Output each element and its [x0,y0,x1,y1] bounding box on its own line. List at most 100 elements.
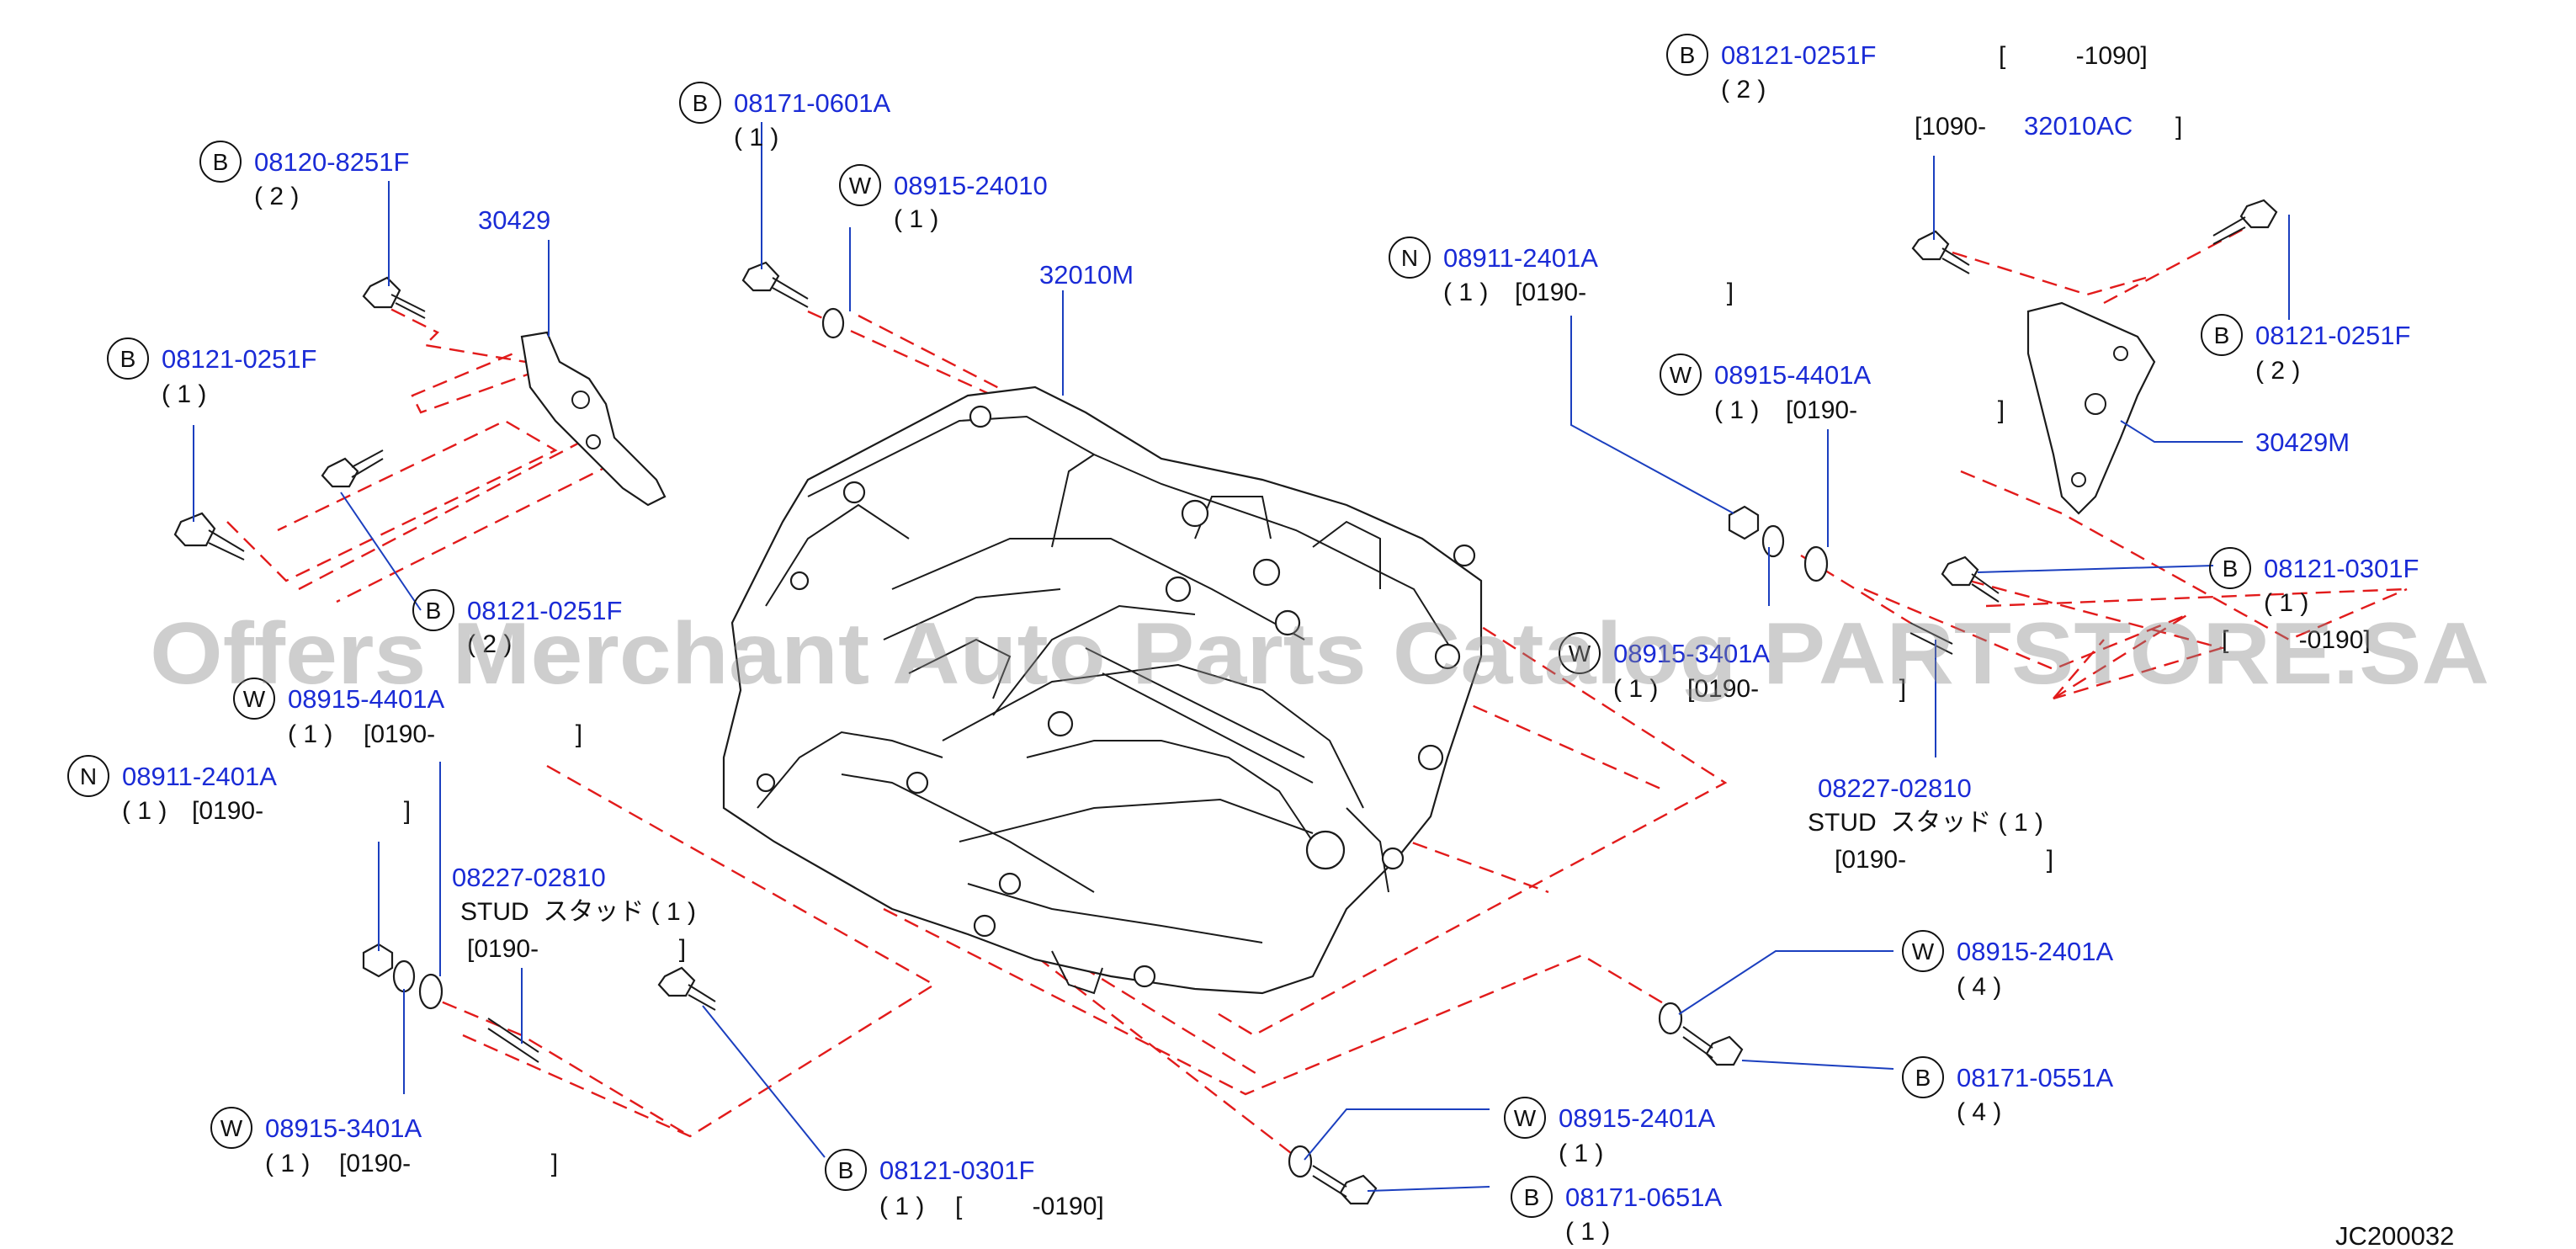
svg-text:B: B [2223,555,2239,582]
quantity: ( 1 ) [1565,1218,1610,1246]
date-range: [0190- ] [339,1150,558,1177]
quantity: ( 1 ) [2264,589,2308,617]
bolt-08121-0301F-left [657,966,716,1011]
part-number-link[interactable]: 08915-3401A [1613,639,1770,668]
date-range: [0190- ] [1786,396,2005,424]
svg-text:W: W [1514,1105,1537,1131]
part-number-link[interactable]: 08121-0251F [162,344,316,374]
date-range: [ -0190] [2222,626,2371,654]
part-number-link[interactable]: 08915-2401A [1957,937,2113,966]
svg-text:B: B [426,598,442,624]
washer-08915-2401A-bottom [1288,1145,1313,1178]
washer-08915-3401A-right [1761,524,1785,558]
part-number-link[interactable]: 08915-4401A [288,684,444,714]
quantity: ( 1 ) [734,124,778,151]
quantity: ( 1 ) [162,380,206,408]
part-number-link[interactable]: 08915-4401A [1714,360,1871,390]
nut-08911-2401A-right [1728,505,1760,540]
symbol-circle: B [1511,1176,1553,1218]
bolt-08121-0251F-right-top [1911,230,1970,274]
date-range: [ -0190] [955,1193,1104,1220]
symbol-circle: B [412,589,454,631]
bracket-30429-drawing [520,331,667,507]
quantity: ( 1 ) [1613,675,1658,703]
date-range: [0190- ] [364,720,582,748]
stud-part-number-left[interactable]: 08227-02810 [452,863,606,892]
part-number-link[interactable]: 08121-0301F [879,1156,1034,1185]
part-number-link[interactable]: 08915-2401A [1559,1103,1715,1133]
svg-text:N: N [80,763,97,789]
symbol-circle: B [199,141,242,183]
quantity: ( 1 ) [879,1193,924,1220]
quantity: ( 2 ) [254,183,299,210]
quantity: ( 1 ) [265,1150,310,1177]
quantity: ( 1 ) [122,797,167,825]
svg-text:W: W [243,686,266,712]
part-number-link[interactable]: 08121-0251F [467,596,622,625]
svg-text:B: B [838,1157,854,1183]
quantity: ( 1 ) [894,205,938,233]
washer-08915-2401A-right [1658,1002,1683,1035]
assembly-labels: 30429 32010M 30429M [1090- 32010AC ] 082… [452,111,2454,1249]
svg-text:B: B [1680,42,1696,68]
part-label-30429M[interactable]: 30429M [2255,428,2350,457]
part-number-link[interactable]: 08915-24010 [894,171,1048,200]
symbol-circle: B [679,82,721,124]
quantity: ( 1 ) [288,720,332,748]
symbol-circle: B [2201,314,2243,356]
date-range: [0190- ] [192,797,411,825]
washer-08915-3401A-left [392,959,416,993]
symbol-circle: W [1559,632,1601,674]
stud-range-right: [0190- ] [1835,846,2053,874]
svg-text:B: B [120,346,136,372]
symbol-circle: B [2209,547,2251,589]
part-label-32010M[interactable]: 32010M [1039,260,1134,290]
diagram-code: JC200032 [2335,1221,2454,1249]
svg-text:W: W [220,1115,243,1141]
symbol-circle: N [67,755,109,797]
stud-range-left: [0190- ] [467,935,686,963]
part-number-link[interactable]: 08171-0601A [734,88,890,118]
date-range: [0190- ] [1687,675,1906,703]
svg-text:W: W [1670,362,1692,388]
part-number-link[interactable]: 08121-0301F [2264,554,2419,583]
symbol-circle: B [107,337,149,380]
part-number-link[interactable]: 08121-0251F [2255,321,2410,350]
part-number-link[interactable]: 08911-2401A [122,762,277,791]
date-range: [ -1090] [1999,42,2148,70]
part-number-link[interactable]: 08915-3401A [265,1113,422,1143]
symbol-circle: W [1504,1097,1546,1139]
transmission-housing-drawing [722,385,1483,995]
stud-08227-02810-left [487,1018,539,1063]
callout-labels: 08120-8251F ( 2 ) 08121-0251F ( 1 ) 0812… [122,40,2419,1246]
part-label-32010AC[interactable]: 32010AC [2024,111,2133,141]
part-number-link[interactable]: 08171-0651A [1565,1183,1722,1212]
washer-08915-4401A-left [418,973,443,1010]
bolt-08171-0601A [741,261,809,308]
svg-text:B: B [1524,1184,1540,1210]
bolt-08121-0251F-right [2212,199,2278,245]
part-number-link[interactable]: 08171-0551A [1957,1063,2113,1092]
bolt-08121-0301F-right [1941,555,2000,603]
washer-08915-24010 [821,307,845,339]
part-label-30429[interactable]: 30429 [478,205,550,235]
quantity: ( 2 ) [467,630,512,658]
svg-text:B: B [1915,1065,1931,1091]
quantity: ( 2 ) [1721,76,1766,104]
symbol-circle: B [1902,1056,1944,1098]
quantity: ( 1 ) [1714,396,1759,424]
bolt-08121-0251F-left [173,512,245,561]
symbol-circle: W [839,164,881,206]
svg-text:B: B [2214,322,2230,348]
part-number-link[interactable]: 08120-8251F [254,147,409,177]
svg-text:B: B [693,90,709,116]
part-number-link[interactable]: 08121-0251F [1721,40,1876,70]
symbol-circle: W [210,1107,252,1149]
stud-part-number-right[interactable]: 08227-02810 [1818,773,1972,803]
part-number-link[interactable]: 08911-2401A [1443,243,1598,273]
hardware-parts [173,199,2278,1205]
svg-text:N: N [1401,245,1418,271]
date-range-open: [1090- [1915,113,1986,141]
quantity: ( 4 ) [1957,1098,2001,1126]
washer-08915-4401A-right [1803,545,1829,582]
